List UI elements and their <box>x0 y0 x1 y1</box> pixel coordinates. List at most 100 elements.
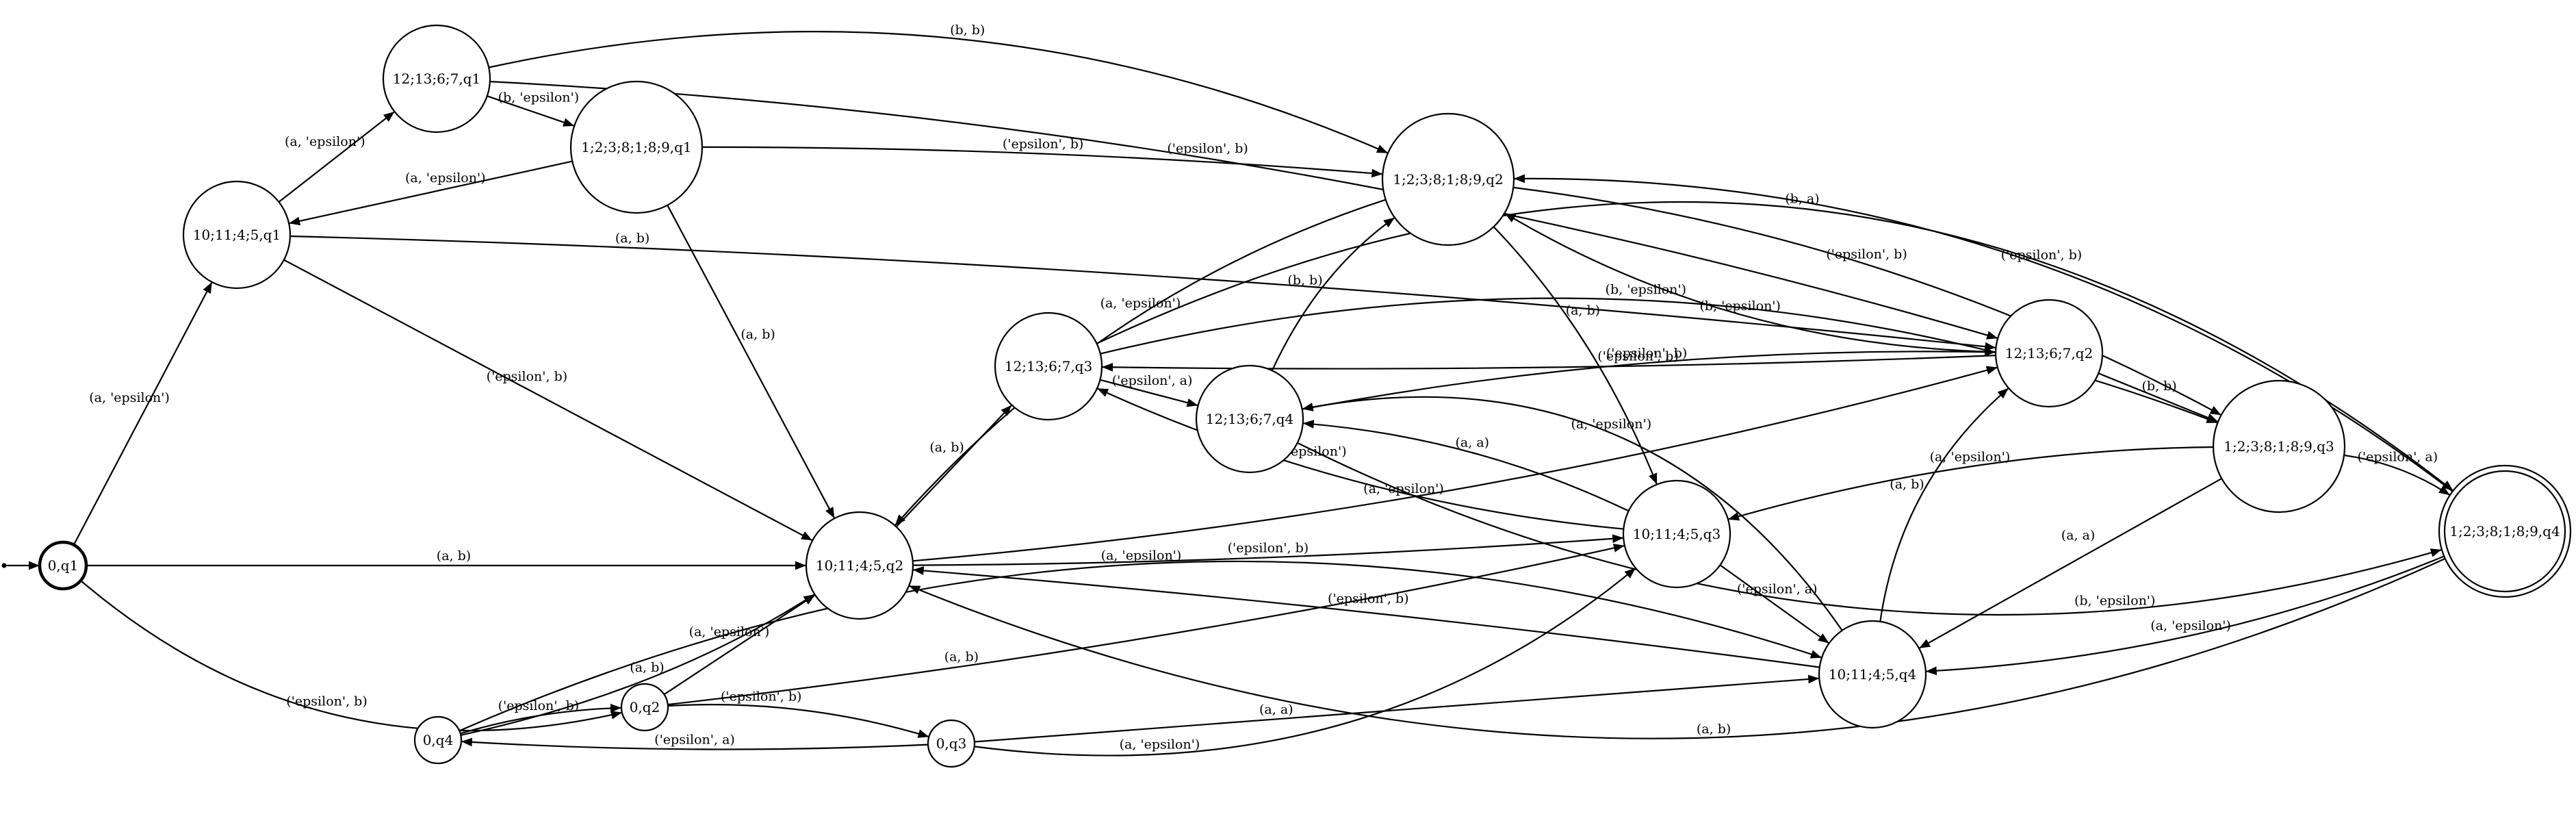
transition-label: (a, 'epsilon') <box>1120 737 1200 752</box>
state-node-10-11-4-5-q3[interactable]: 10;11;4;5,q3 <box>1622 479 1731 589</box>
transition-edge: (a, 'epsilon') <box>1925 555 2445 676</box>
transition-arrow <box>80 580 623 732</box>
state-circle <box>805 511 914 620</box>
state-node-1-2-3-8-1-8-9-q4[interactable]: 1;2;3;8;1;8;9,q4 <box>2438 464 2572 598</box>
transition-edge: (a, b) <box>1879 388 2009 622</box>
state-node-10-11-4-5-q1[interactable]: 10;11;4;5,q1 <box>182 180 292 290</box>
transition-label: ('epsilon', b) <box>487 369 568 384</box>
state-node-12-13-6-7-q1[interactable]: 12;13;6;7,q1 <box>382 24 491 134</box>
transition-arrow <box>461 737 929 750</box>
transition-arrow <box>288 160 573 226</box>
transition-arrow <box>667 544 1625 706</box>
transition-label: (a, b) <box>944 649 979 664</box>
transition-arrow <box>1271 216 1395 371</box>
transition-label: (a, 'epsilon') <box>405 170 486 186</box>
transition-arrow <box>1719 564 1830 644</box>
transition-edge: ('epsilon', b) <box>912 534 1624 566</box>
transition-edge: (a, b) <box>667 544 1625 706</box>
transition-edge: (a, 'epsilon') <box>1302 396 1843 631</box>
transition-label: (a, 'epsilon') <box>285 134 365 149</box>
transition-label: (a, 'epsilon') <box>1930 449 2011 464</box>
transition-arrow <box>1925 555 2445 676</box>
transition-label: ('epsilon', b) <box>721 689 802 704</box>
state-circle <box>2212 379 2346 513</box>
transition-edge: (a, 'epsilon') <box>974 567 1636 757</box>
state-label: 1;2;3;8;1;8;9,q1 <box>581 139 691 155</box>
state-circle <box>1994 299 2104 408</box>
transition-label: ('epsilon', b) <box>1167 141 1248 156</box>
state-node-10-11-4-5-q2[interactable]: 10;11;4;5,q2 <box>805 511 914 620</box>
state-node-12-13-6-7-q2[interactable]: 12;13;6;7,q2 <box>1994 299 2104 408</box>
transition-edge: ('epsilon', b) <box>283 259 813 542</box>
state-circle <box>994 312 1103 421</box>
state-node-1-2-3-8-1-8-9-q3[interactable]: 1;2;3;8;1;8;9,q3 <box>2212 379 2346 513</box>
state-label: 10;11;4;5,q3 <box>1633 526 1721 542</box>
state-label: 0,q3 <box>936 735 967 752</box>
transition-edge: (a, 'epsilon') <box>459 548 1822 732</box>
state-node-1-2-3-8-1-8-9-q2[interactable]: 1;2;3;8;1;8;9,q2 <box>1381 112 1515 246</box>
state-node-0-q1[interactable]: 0,q1 <box>38 540 88 591</box>
transition-label: (a, b) <box>615 231 649 246</box>
nodes-layer: 0,q1 10;11;4;5,q1 12;13;6;7,q1 1;2;3;8;1;8;… <box>38 24 2572 768</box>
transition-label: ('epsilon', b) <box>286 694 368 709</box>
state-label: 0,q2 <box>630 699 660 715</box>
transition-arrow <box>1297 442 2443 616</box>
transition-label: (a, b) <box>437 548 471 563</box>
state-node-12-13-6-7-q3[interactable]: 12;13;6;7,q3 <box>994 312 1103 421</box>
state-label: 10;11;4;5,q2 <box>816 557 903 574</box>
transition-label: ('epsilon', b) <box>1606 346 1688 361</box>
transition-label: (a, 'epsilon') <box>1100 296 1181 311</box>
transition-arrow <box>1879 388 2009 622</box>
transition-label: ('epsilon', b) <box>498 698 580 713</box>
transition-label: (a, 'epsilon') <box>89 390 170 405</box>
state-label: 0,q4 <box>423 732 454 748</box>
transition-edge: (a, 'epsilon') <box>278 111 396 203</box>
transition-edge: (b, b) <box>1271 216 1395 371</box>
transition-arrow <box>1302 420 1630 512</box>
transition-edge: (a, a) <box>974 674 1820 743</box>
transition-arrow <box>1302 396 1843 631</box>
transition-arrow <box>73 281 213 546</box>
state-node-1-2-3-8-1-8-9-q1[interactable]: 1;2;3;8;1;8;9,q1 <box>569 80 704 214</box>
transition-label: ('epsilon', b) <box>1003 137 1084 152</box>
state-node-10-11-4-5-q4[interactable]: 10;11;4;5,q4 <box>1818 620 1927 729</box>
transition-label: (b, 'epsilon') <box>2074 593 2156 608</box>
transition-edge: ('epsilon', b) <box>701 137 1383 178</box>
transition-edge: ('epsilon', b) <box>460 698 622 735</box>
transition-label: ('epsilon', b) <box>1228 540 1309 555</box>
transition-arrow <box>460 594 815 736</box>
transition-edge: (b, 'epsilon') <box>487 90 579 127</box>
transition-arrow <box>283 259 813 542</box>
transition-arrow <box>701 146 1383 178</box>
transition-arrow <box>974 674 1820 743</box>
transition-edge: (a, a) <box>1302 420 1630 512</box>
transition-label: (a, 'epsilon') <box>689 624 770 639</box>
state-circle <box>1195 364 1304 474</box>
transition-edge: (a, 'epsilon') <box>73 281 213 546</box>
transition-arrow <box>1513 186 2222 416</box>
state-node-0-q2[interactable]: 0,q2 <box>620 683 669 732</box>
transition-arrow <box>912 534 1624 566</box>
transition-edge: (a, 'epsilon') <box>288 160 573 226</box>
transition-arrow <box>912 566 1820 668</box>
transition-arrow <box>1100 379 1198 407</box>
state-node-0-q3[interactable]: 0,q3 <box>927 719 976 768</box>
transition-label: (a, b) <box>1890 477 1924 492</box>
state-node-12-13-6-7-q4[interactable]: 12;13;6;7,q4 <box>1195 364 1304 474</box>
transition-arrow <box>1493 226 1658 485</box>
transition-arrow <box>2343 454 2451 496</box>
transition-arrow <box>278 111 396 203</box>
transition-edge: (b, b) <box>488 23 1389 154</box>
transition-arrow <box>667 205 836 519</box>
transition-label: (a, b) <box>1566 303 1600 318</box>
state-node-0-q4[interactable]: 0,q4 <box>413 715 463 765</box>
accepting-ring <box>2443 470 2566 593</box>
state-label: 12;13;6;7,q1 <box>393 71 480 87</box>
state-circle <box>382 24 491 134</box>
transition-arrow <box>489 81 1998 340</box>
transition-arrow <box>487 95 575 127</box>
transition-arrow <box>1918 477 2222 649</box>
state-label: 10;11;4;5,q4 <box>1829 666 1916 683</box>
state-label: 12;13;6;7,q3 <box>1005 358 1092 374</box>
